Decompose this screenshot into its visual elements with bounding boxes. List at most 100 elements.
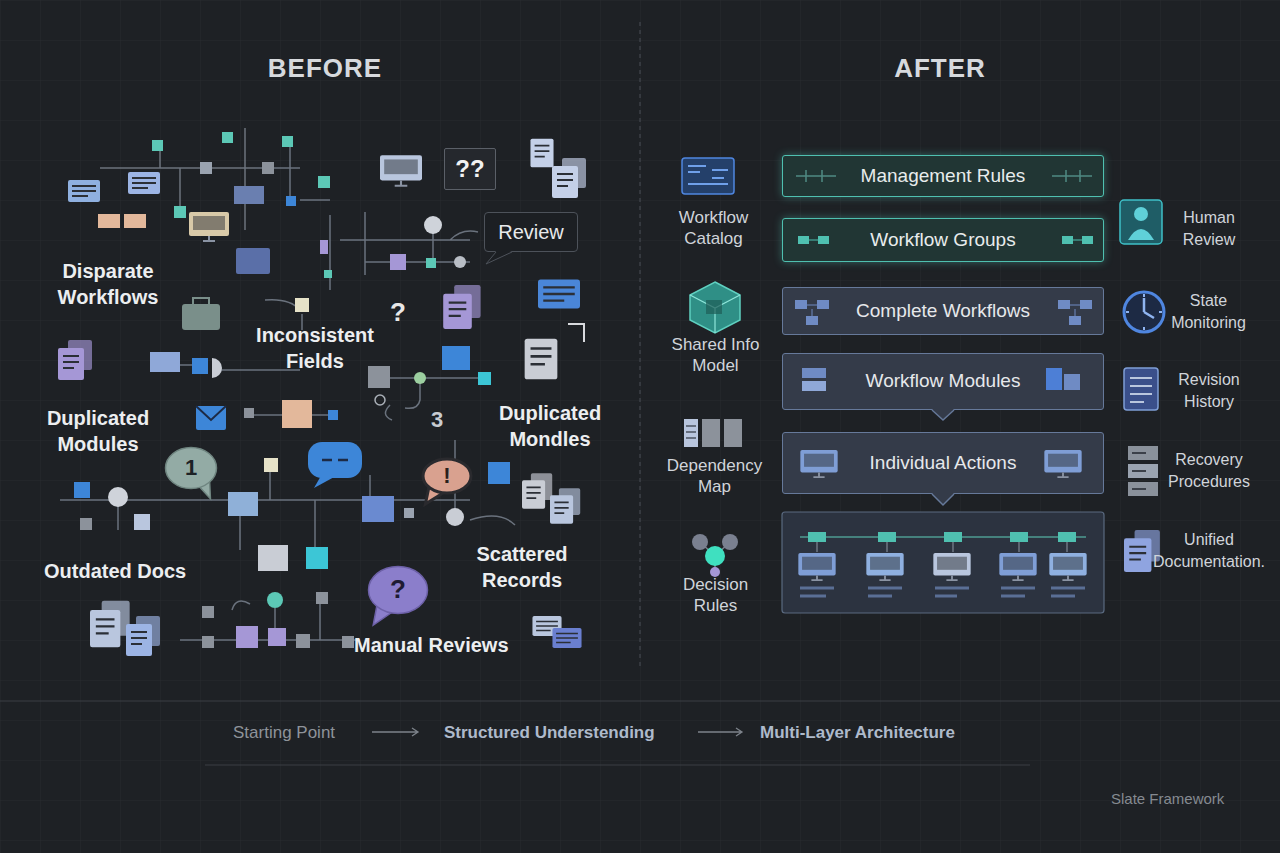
workflow-block	[282, 400, 312, 428]
workflow-block	[202, 606, 214, 618]
workflow-block	[316, 592, 328, 604]
callout-tail	[486, 252, 512, 264]
action-detail-panel	[933, 553, 970, 580]
review-callout: Review	[484, 212, 578, 252]
action-detail-panel	[782, 512, 1104, 613]
wire	[330, 212, 478, 290]
flow-glyph	[1069, 316, 1081, 325]
docs-icon	[1124, 530, 1160, 572]
document-icon	[128, 172, 160, 194]
action-detail-panel	[808, 532, 826, 542]
document-icon	[552, 158, 586, 198]
revision-icon	[1124, 368, 1158, 410]
speech-bubble: !	[420, 456, 474, 496]
rule-glyph	[796, 170, 1092, 182]
workflow-block	[124, 214, 146, 228]
workflow-block	[488, 462, 510, 484]
document-icon	[68, 180, 100, 202]
panel-heading: BEFORE	[225, 52, 425, 85]
rule-line	[205, 765, 1030, 766]
problem-label: Outdated Docs	[44, 559, 186, 584]
problem-label: Duplicated Mondles	[480, 400, 620, 452]
action-detail-panel	[866, 553, 903, 580]
workflow-dot	[108, 216, 466, 608]
action-detail-panel	[878, 532, 896, 542]
envelope-icon	[196, 406, 226, 420]
workflow-block	[324, 270, 332, 278]
decision-icon	[705, 546, 725, 566]
module-glyph	[1046, 368, 1062, 390]
workflow-dot	[424, 216, 442, 234]
capability-label: Recovery Procedures	[1159, 449, 1259, 493]
workflow-block	[268, 628, 286, 646]
panel-heading: AFTER	[840, 52, 1040, 85]
corner-mark	[568, 324, 584, 342]
envelope-icon	[196, 406, 226, 430]
workflow-block	[212, 358, 222, 378]
workflow-block	[244, 408, 254, 418]
component-label: Workflow Catalog	[661, 207, 766, 249]
action-detail-panel	[1049, 553, 1086, 580]
workflow-block	[390, 254, 406, 270]
action-detail-panel	[999, 553, 1036, 580]
action-glyph	[1044, 450, 1081, 477]
capability-label: State Monitoring	[1161, 290, 1256, 334]
docs-icon	[1124, 530, 1160, 572]
group-glyph	[798, 236, 809, 244]
workflow-dot	[375, 395, 385, 405]
layer-box: Workflow Groups	[782, 218, 1104, 262]
clock-icon	[1144, 298, 1154, 318]
node-text: 1	[185, 455, 197, 481]
action-detail-panel	[817, 542, 1067, 552]
node-text: Workflow Modules	[866, 370, 1021, 393]
wire	[380, 378, 485, 420]
workflow-block	[320, 240, 328, 254]
workflow-block	[328, 410, 338, 420]
revision-icon	[1124, 368, 1158, 410]
workflow-dot	[414, 372, 426, 384]
workflow-block	[282, 136, 293, 147]
dependency-icon	[686, 426, 696, 438]
workflow-block	[264, 458, 278, 472]
decision-icon	[710, 567, 720, 577]
chat-bubble	[322, 459, 348, 462]
flow-step: Structured Understending	[444, 722, 655, 743]
layer-box: Complete Workflows	[782, 287, 1104, 335]
person-icon	[1120, 200, 1162, 244]
document-icon	[90, 601, 130, 648]
rule-line	[0, 701, 1280, 765]
flow-glyph	[1080, 300, 1092, 309]
workflow-dot	[108, 487, 128, 507]
workflow-block	[80, 518, 92, 530]
workflow-block	[426, 258, 436, 268]
question-mark: ?	[386, 296, 410, 329]
workflow-block	[222, 132, 233, 143]
document-icon	[380, 155, 422, 185]
chat-bubble	[308, 442, 362, 478]
panel-divider	[640, 22, 641, 668]
document-icon	[525, 339, 558, 380]
workflow-block	[193, 298, 209, 304]
action-detail-panel	[800, 536, 1086, 538]
workflow-block	[318, 176, 330, 188]
component-label: Decision Rules	[663, 574, 768, 616]
person-icon	[1120, 200, 1162, 244]
group-glyph	[809, 240, 1082, 241]
recovery-icon	[1132, 453, 1146, 489]
node-text: Review	[498, 220, 564, 244]
dependency-icon	[724, 419, 742, 447]
bubble-body	[423, 459, 471, 493]
document-icon	[58, 139, 586, 656]
rule-line	[0, 701, 1280, 702]
flow-glyph	[817, 300, 829, 309]
cube-icon	[690, 282, 740, 333]
flow-arrow	[372, 728, 742, 736]
callout-tail	[486, 251, 512, 264]
clock-icon	[1124, 292, 1164, 332]
flow-step: Multi-Layer Architecture	[760, 722, 955, 743]
workflow-block	[234, 186, 264, 204]
